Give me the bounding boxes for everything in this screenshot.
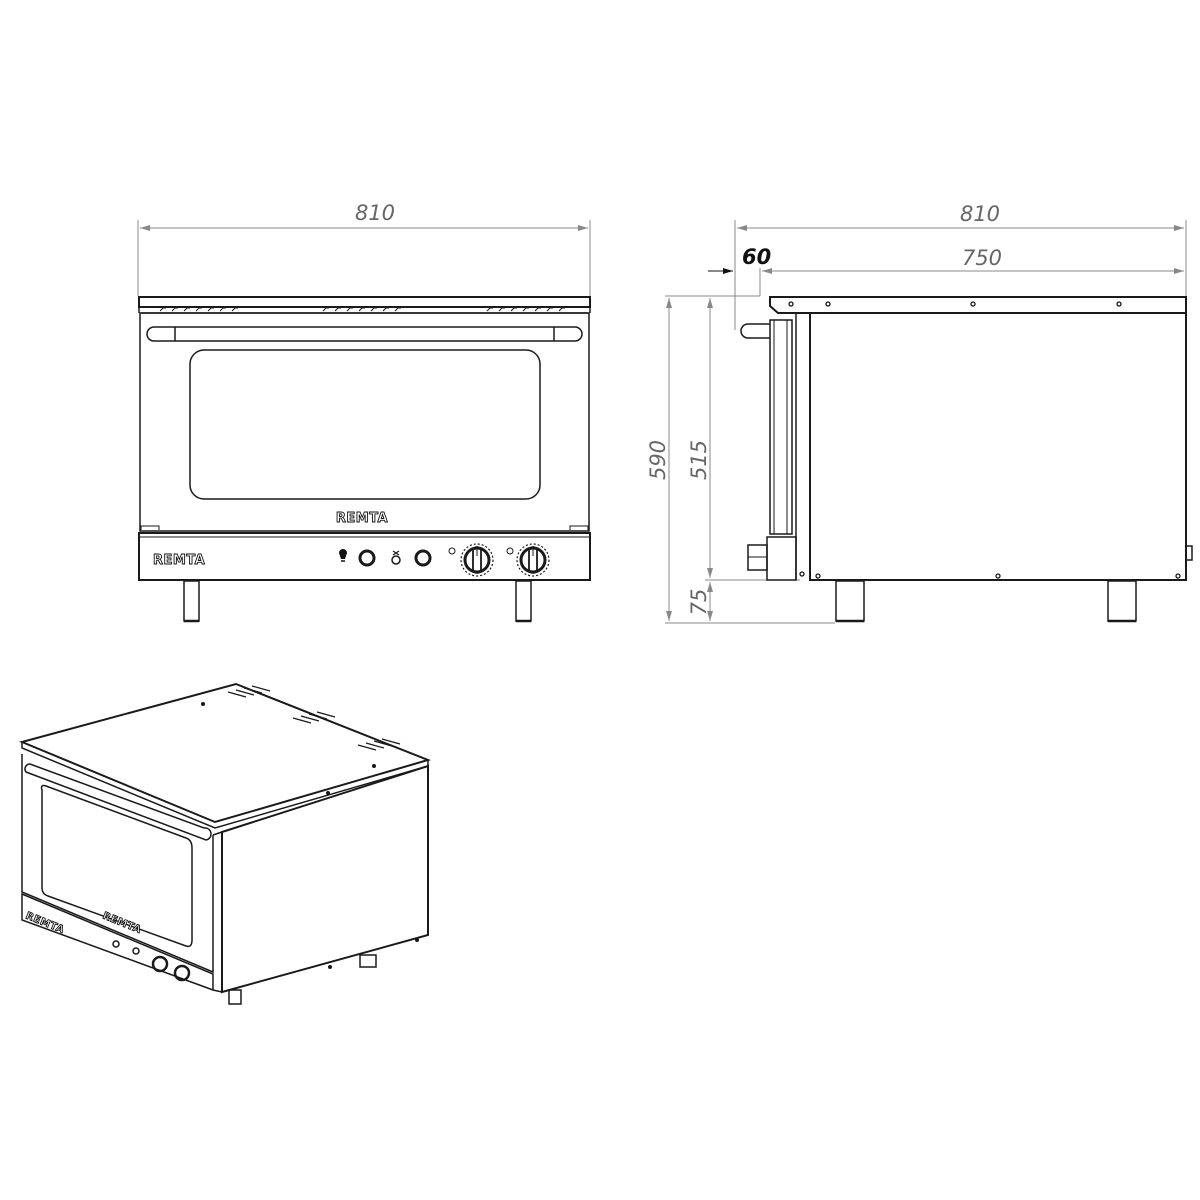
body-depth-label: 750 — [962, 246, 1002, 270]
body-height-label: 515 — [687, 440, 711, 480]
thermostat-knob — [448, 543, 494, 577]
leg — [1107, 580, 1137, 622]
fan-icon — [391, 550, 401, 565]
front-width-dimension: 810 — [137, 201, 591, 296]
door-window — [189, 349, 541, 500]
indicator-light — [358, 549, 376, 567]
iso-panel-logo: REMTA — [24, 911, 66, 936]
overall-depth-label: 810 — [960, 202, 1000, 226]
lamp-icon — [339, 549, 347, 562]
handle-offset-label: 60 — [742, 245, 771, 269]
iso-door-logo: REMTA — [101, 911, 143, 936]
panel-logo: REMTA — [153, 553, 205, 568]
leg — [183, 580, 200, 622]
door-handle-side — [740, 323, 770, 339]
door-logo: REMTA — [336, 511, 388, 526]
overall-height-label: 590 — [646, 440, 670, 480]
oven-body-side — [809, 312, 1187, 581]
side-height-dimensions: 590 515 75 — [646, 295, 835, 624]
front-view: 810 REMTA REMTA — [137, 201, 591, 623]
door-handle — [146, 326, 583, 342]
timer-knob — [506, 543, 550, 577]
control-panel — [138, 532, 591, 581]
isometric-view — [18, 682, 432, 1005]
side-view: 810 60 750 590 515 75 — [646, 202, 1193, 624]
leg — [835, 580, 865, 622]
side-depth-dimensions: 810 60 750 — [708, 202, 1187, 330]
leg-height-label: 75 — [687, 589, 711, 616]
front-width-label: 810 — [355, 201, 395, 225]
oven-door — [139, 312, 590, 532]
vent-slots — [159, 307, 565, 312]
indicator-light — [414, 549, 432, 567]
leg — [515, 580, 532, 622]
